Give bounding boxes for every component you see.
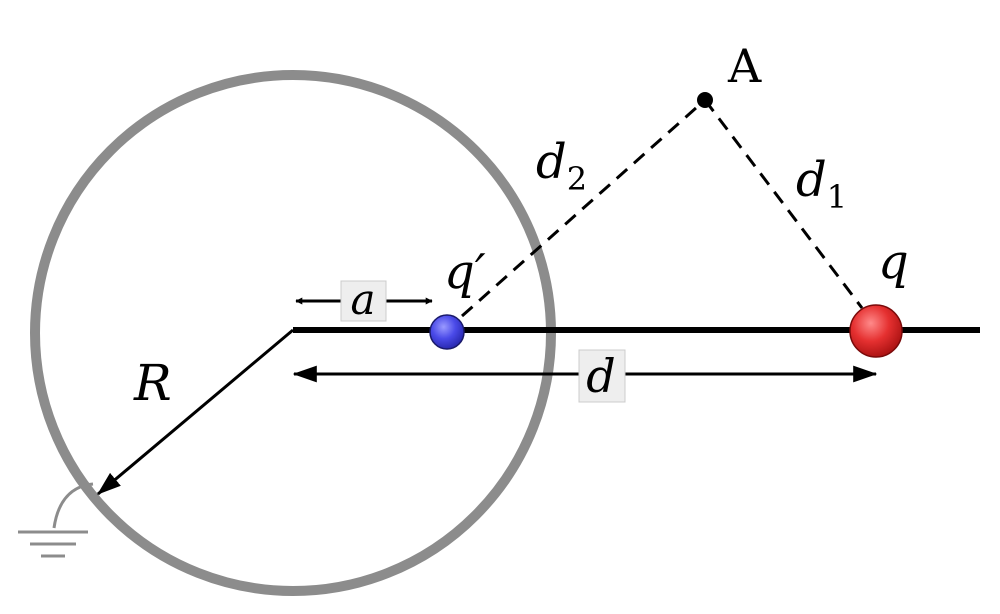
point-a-dot — [697, 92, 713, 108]
q-prime-label: q′ — [444, 244, 486, 300]
d2-label: d2 — [536, 134, 587, 198]
d2-subscript: 2 — [567, 160, 587, 198]
d1-subscript: 1 — [827, 178, 847, 216]
ground-wire — [52, 482, 94, 529]
point-a-label: A — [727, 39, 762, 93]
a-label-box — [340, 280, 387, 322]
r-label: R — [133, 354, 172, 412]
q-label: q — [878, 234, 909, 290]
radius-arrow — [97, 328, 294, 496]
a-label: a — [350, 275, 375, 324]
d2-dashed-line — [461, 98, 706, 318]
d1-label: d1 — [796, 152, 847, 216]
real-charge — [849, 304, 903, 358]
d-label-box — [578, 349, 626, 403]
ground-icon — [18, 530, 88, 558]
d1-dashed-line — [703, 99, 864, 309]
d-label: d — [586, 349, 615, 403]
image-charge — [429, 314, 465, 350]
